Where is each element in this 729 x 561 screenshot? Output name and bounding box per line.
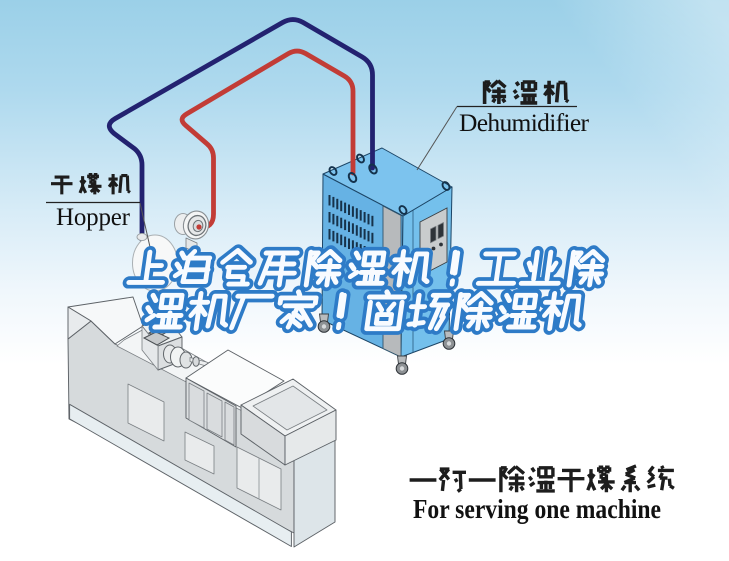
svg-text:Hopper: Hopper bbox=[56, 204, 131, 231]
svg-text:Dehumidifier: Dehumidifier bbox=[459, 108, 590, 137]
svg-text:For serving one machine: For serving one machine bbox=[413, 494, 661, 524]
